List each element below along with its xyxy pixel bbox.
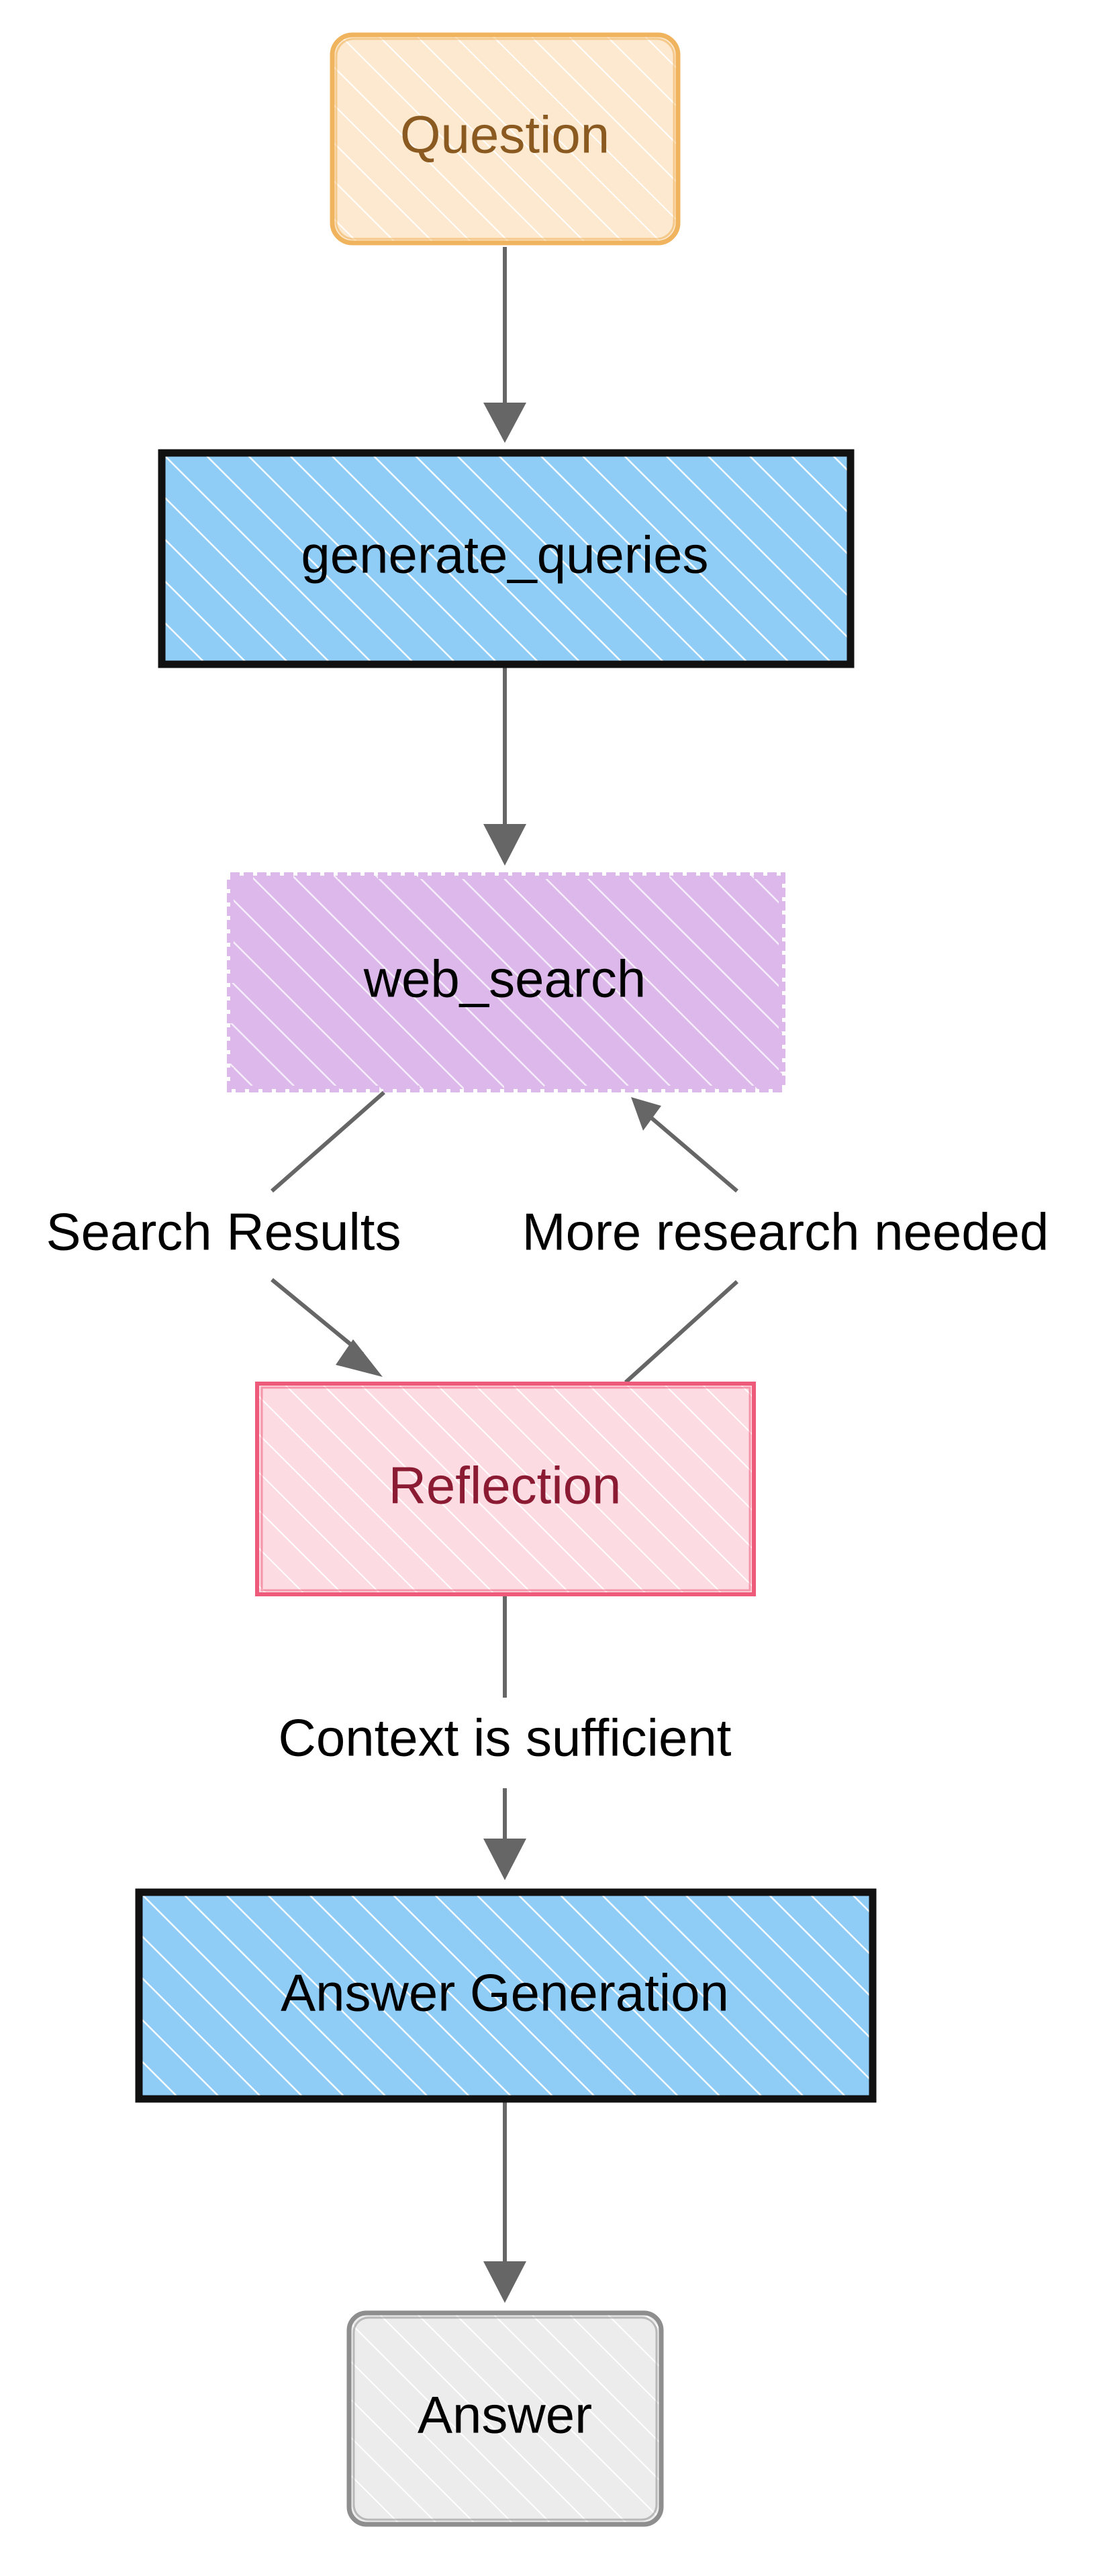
edge-reflection-to-web-search-upper bbox=[648, 1115, 738, 1193]
node-answer-generation-label: Answer Generation bbox=[281, 1963, 729, 2022]
node-question-label: Question bbox=[400, 105, 610, 164]
node-generate-queries-label: generate_queries bbox=[301, 525, 708, 584]
node-answer-generation: Answer Generation bbox=[135, 1888, 877, 2103]
edge-label-context-is-sufficient: Context is sufficient bbox=[279, 1708, 732, 1767]
edge-reflection-to-web-search bbox=[624, 1280, 739, 1384]
edge-web-search-to-reflection bbox=[271, 1090, 385, 1193]
edge-label-more-research-needed: More research needed bbox=[522, 1202, 1049, 1261]
node-web-search-label: web_search bbox=[363, 949, 646, 1009]
arrowhead-icon bbox=[483, 403, 526, 443]
edge-web-search-to-reflection-lower bbox=[271, 1278, 364, 1356]
edges bbox=[271, 247, 739, 2303]
node-answer: Answer bbox=[346, 2310, 664, 2527]
edge-label-search-results: Search Results bbox=[46, 1202, 401, 1261]
node-answer-label: Answer bbox=[418, 2385, 592, 2444]
arrowhead-icon bbox=[336, 1339, 383, 1377]
node-question: Question bbox=[330, 32, 681, 246]
node-reflection: Reflection bbox=[255, 1382, 756, 1596]
edge-labels: Search Results More research needed Cont… bbox=[46, 1202, 1049, 1767]
arrowhead-icon bbox=[483, 2261, 526, 2303]
arrowhead-icon bbox=[631, 1097, 661, 1131]
node-generate-queries: generate_queries bbox=[158, 449, 855, 668]
arrowhead-icon bbox=[483, 824, 526, 866]
node-reflection-label: Reflection bbox=[389, 1456, 622, 1515]
arrowhead-icon bbox=[483, 1839, 526, 1880]
node-web-search: web_search bbox=[227, 872, 785, 1092]
